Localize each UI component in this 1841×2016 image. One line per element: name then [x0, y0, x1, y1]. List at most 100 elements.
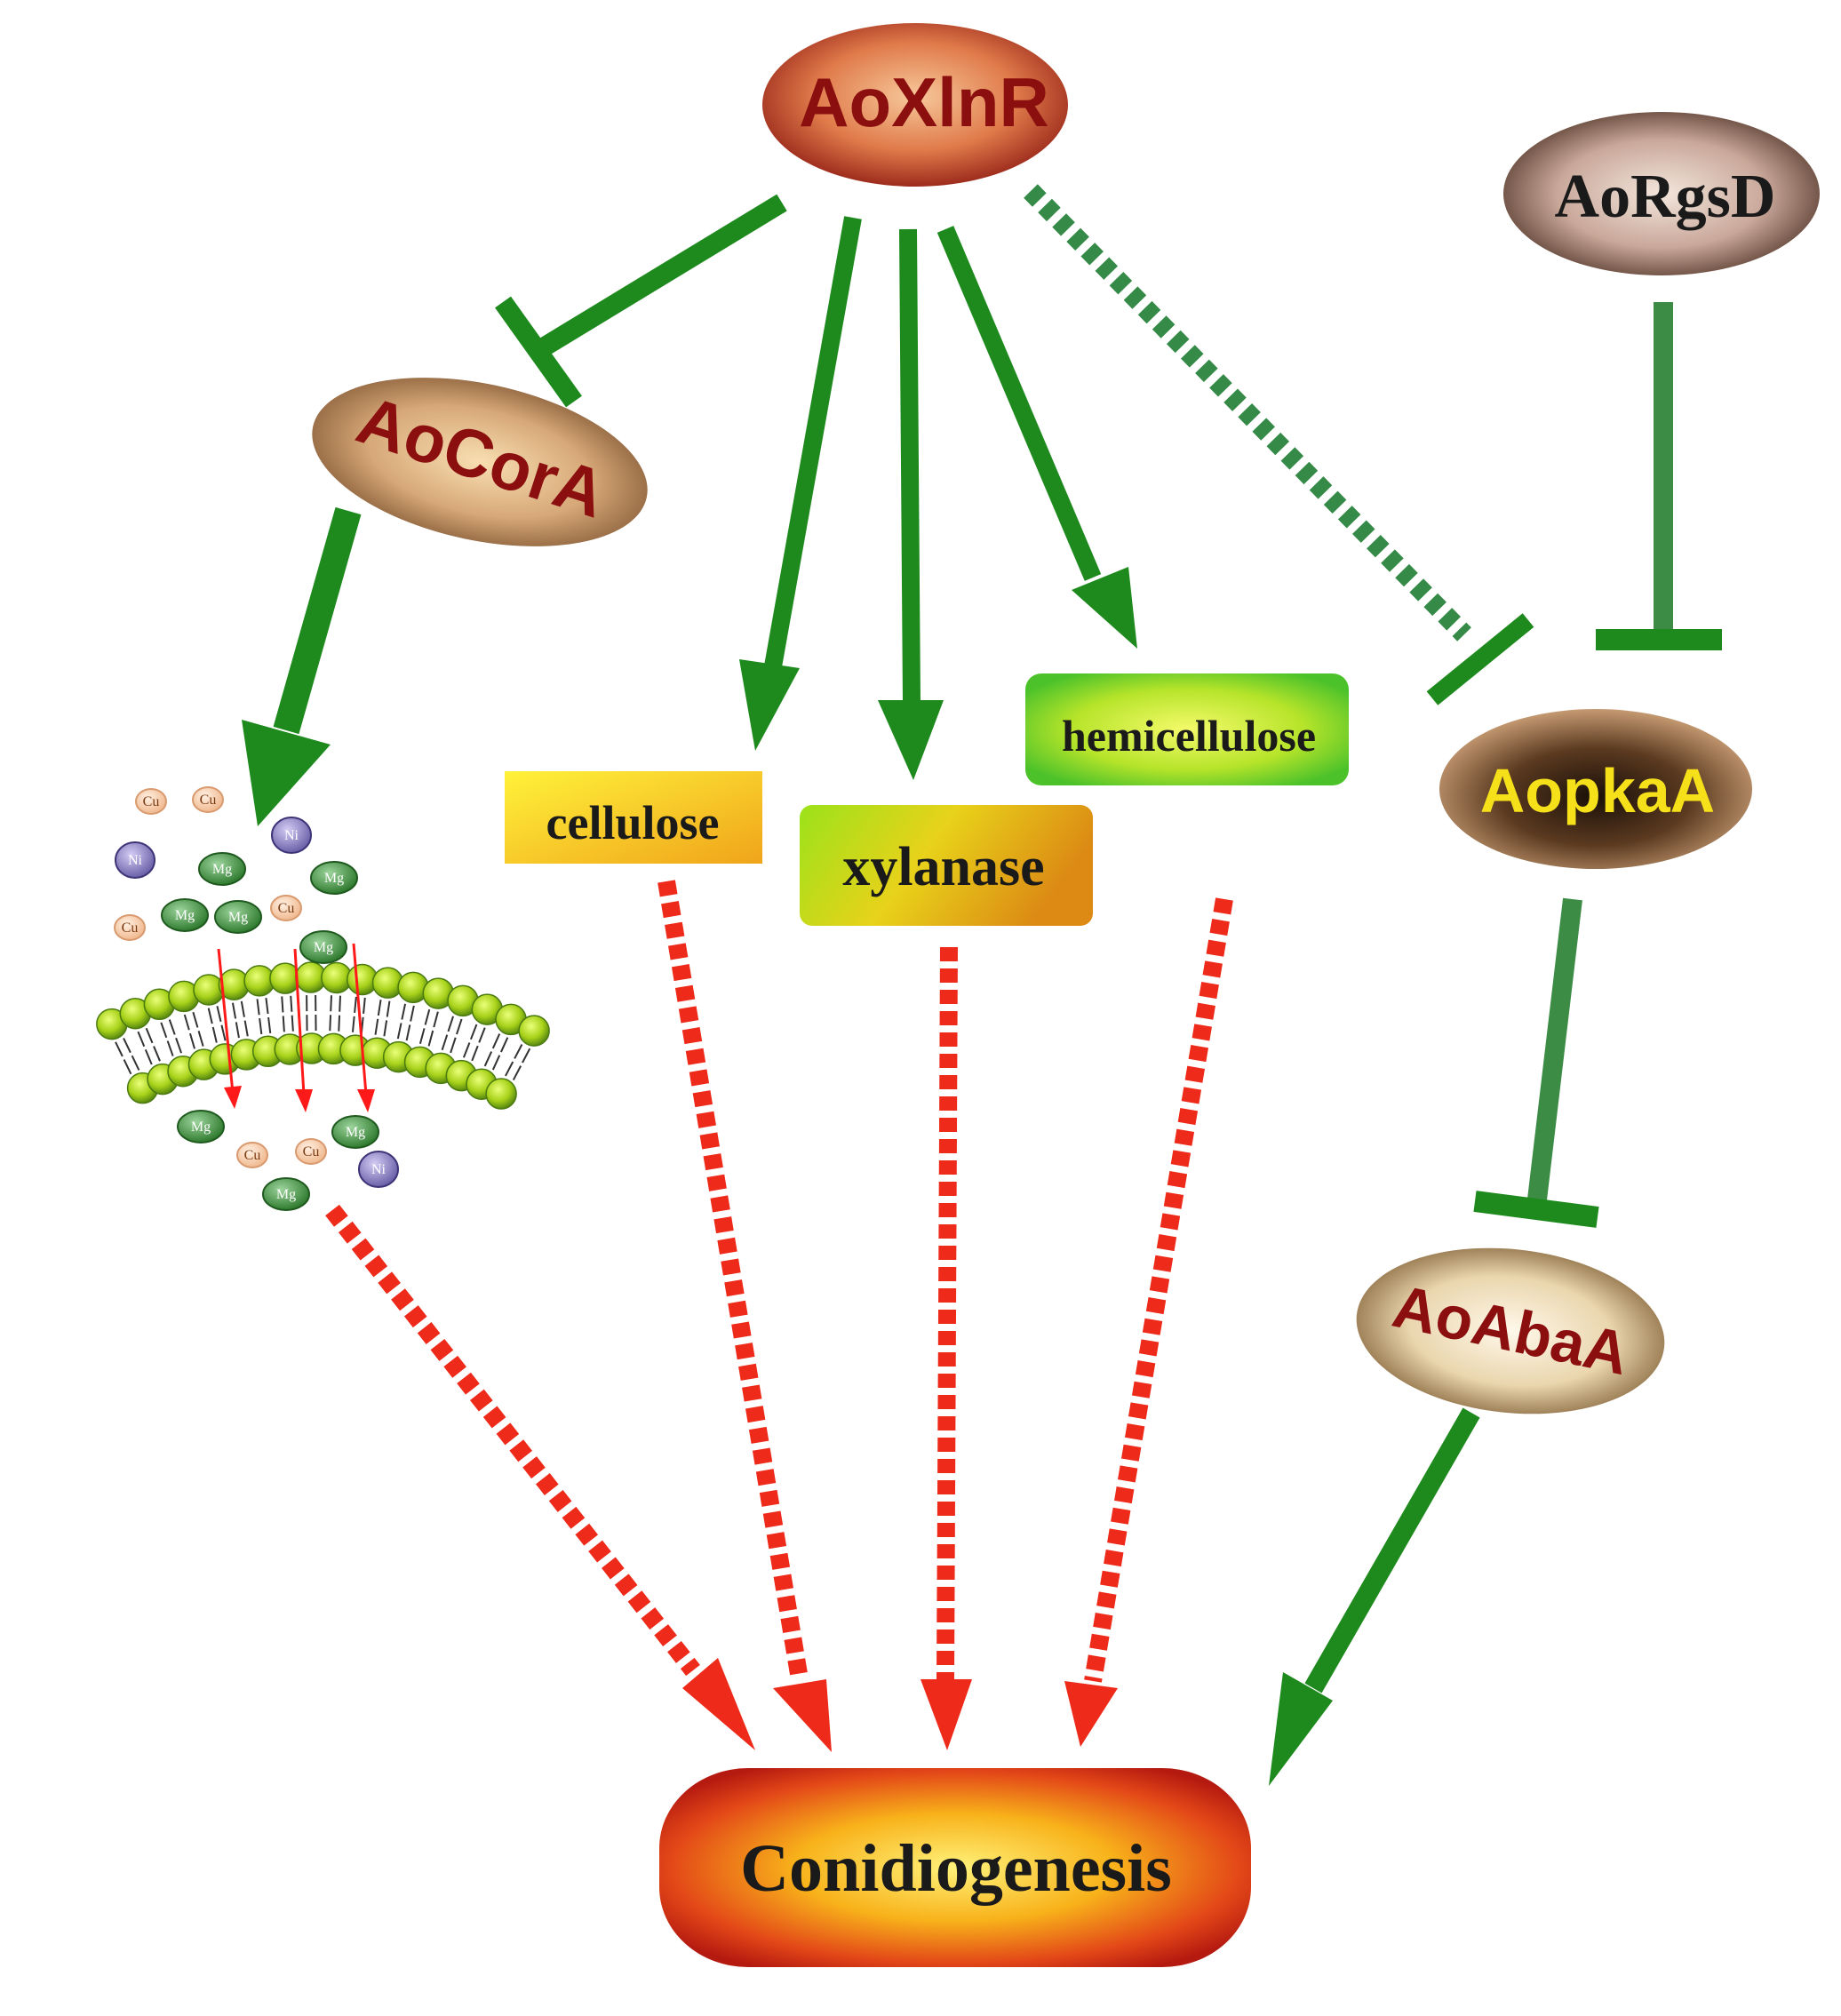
edge-xylanase-to-conidiogenesis: [920, 946, 972, 1750]
ion-mg-outside: Mg: [299, 930, 347, 964]
edge-xlnr-activates-hemicellulose: [936, 226, 1137, 649]
ion-label: Mg: [346, 1125, 365, 1140]
ion-mg-inside: Mg: [177, 1110, 225, 1143]
lipid-tail: [469, 1024, 478, 1040]
xylanase-label: xylanase: [842, 837, 1044, 897]
lipid-tail: [462, 1042, 471, 1058]
lipid-tail: [410, 1005, 415, 1022]
ion-mg-outside: Mg: [214, 900, 262, 934]
edge-ions-to-conidiogenesis: [325, 1204, 755, 1750]
lipid-tail: [235, 1022, 240, 1039]
lipid-bilayer: [96, 961, 550, 1110]
edge-pkaa-inhibits-abaa: [1473, 897, 1599, 1228]
node-aocora: AoCorA: [312, 378, 648, 546]
lipid-tail: [291, 1015, 294, 1032]
lipid-tail: [131, 1055, 140, 1071]
node-aorgsd: AoRgsD: [1503, 112, 1820, 275]
lipid-tail: [418, 1028, 426, 1045]
ion-label: Mg: [212, 862, 232, 877]
hemicellulose-label: hemicellulose: [1062, 711, 1316, 761]
lipid-tail: [441, 1034, 449, 1051]
lipid-tail: [281, 996, 284, 1013]
ion-label: Mg: [276, 1187, 296, 1202]
lipid-tail: [216, 1006, 222, 1023]
lipid-tail: [145, 1027, 154, 1044]
lipid-tail: [405, 1024, 411, 1041]
ion-mg-outside: Mg: [198, 852, 246, 886]
lipid-tail: [386, 1000, 391, 1017]
edge-xlnr-activates-xylanase: [878, 228, 944, 780]
lipid-tail: [183, 1014, 190, 1031]
lipid-tail: [256, 999, 260, 1016]
lipid-tail: [192, 1011, 199, 1028]
edges: [242, 184, 1722, 1786]
lipid-tail: [197, 1031, 204, 1047]
lipid-tail: [427, 1030, 434, 1047]
edge-hemicellulose-to-conidiogenesis: [1064, 897, 1233, 1747]
lipid-tail: [240, 1000, 245, 1017]
box-cellulose: cellulose: [505, 771, 762, 864]
lipid-tail: [354, 996, 357, 1013]
lipid-tail: [514, 1044, 523, 1059]
lipid-tail: [447, 1016, 455, 1032]
lipid-tail: [433, 1011, 439, 1028]
ion-label: Cu: [200, 793, 217, 808]
ion-ni-outside: Ni: [115, 841, 155, 879]
ion-label: Cu: [122, 920, 139, 936]
node-aopkaa: AopkaA: [1439, 709, 1752, 869]
lipid-tail: [377, 1000, 382, 1016]
ion-cu-inside: Cu: [236, 1142, 268, 1168]
ion-shape: [236, 1142, 268, 1168]
edge-xlnr-inhibits-pkaa-dashed: [1024, 184, 1534, 705]
ion-label: Mg: [175, 908, 195, 923]
ion-shape: [115, 841, 155, 879]
lipid-tail: [166, 1040, 174, 1056]
node-aoxlnr: AoXlnR: [762, 23, 1068, 187]
ion-label: Mg: [324, 871, 344, 886]
lipid-tail: [282, 1016, 285, 1032]
lipid-tail: [499, 1037, 509, 1053]
lipid-tail: [123, 1059, 132, 1075]
ion-transport-arrows: [217, 943, 375, 1112]
edge-xlnr-inhibits-cora: [495, 194, 787, 408]
ion-shape: [270, 895, 302, 921]
ion-cu-outside: Cu: [192, 786, 224, 813]
aorgsd-label: AoRgsD: [1555, 163, 1776, 231]
edge-rgsd-inhibits-pkaa: [1596, 302, 1722, 650]
ion-label: Cu: [244, 1148, 261, 1163]
ion-cu-inside: Cu: [295, 1138, 327, 1165]
ion-mg-inside: Mg: [262, 1177, 310, 1211]
lipid-tail: [424, 1008, 431, 1025]
lipid-tail: [265, 998, 269, 1015]
lipid-tail: [211, 1026, 218, 1043]
ion-shape: [214, 900, 262, 934]
ion-label: Ni: [128, 853, 143, 868]
ion-mg-outside: Mg: [310, 861, 358, 895]
ion-shape: [198, 852, 246, 886]
ion-ni-outside: Ni: [271, 817, 312, 854]
lipid-head: [485, 1078, 517, 1110]
aopkaa-label: AopkaA: [1480, 756, 1715, 825]
lipid-tail: [259, 1018, 263, 1035]
lipid-tail: [168, 1019, 176, 1035]
edge-xlnr-activates-cellulose: [739, 216, 862, 751]
lipid-tail: [491, 1055, 501, 1071]
lipid-tail: [512, 1065, 522, 1081]
lipid-tail: [231, 1002, 237, 1019]
box-xylanase: xylanase: [800, 805, 1093, 926]
lipid-tail: [137, 1031, 146, 1048]
lipid-tail: [243, 1020, 249, 1037]
ion-cu-outside: Cu: [270, 895, 302, 921]
box-hemicellulose: hemicellulose: [1025, 673, 1349, 785]
ion-shape: [331, 1115, 379, 1149]
lipid-tail: [160, 1022, 168, 1039]
node-aoabaa: AoAbaA: [1356, 1247, 1665, 1414]
lipid-tail: [450, 1037, 457, 1054]
ion-cu-outside: Cu: [135, 788, 167, 815]
ion-ni-inside: Ni: [358, 1151, 399, 1188]
ion-label: Mg: [228, 910, 248, 925]
ion-label: Cu: [143, 794, 160, 809]
ion-shape: [310, 861, 358, 895]
